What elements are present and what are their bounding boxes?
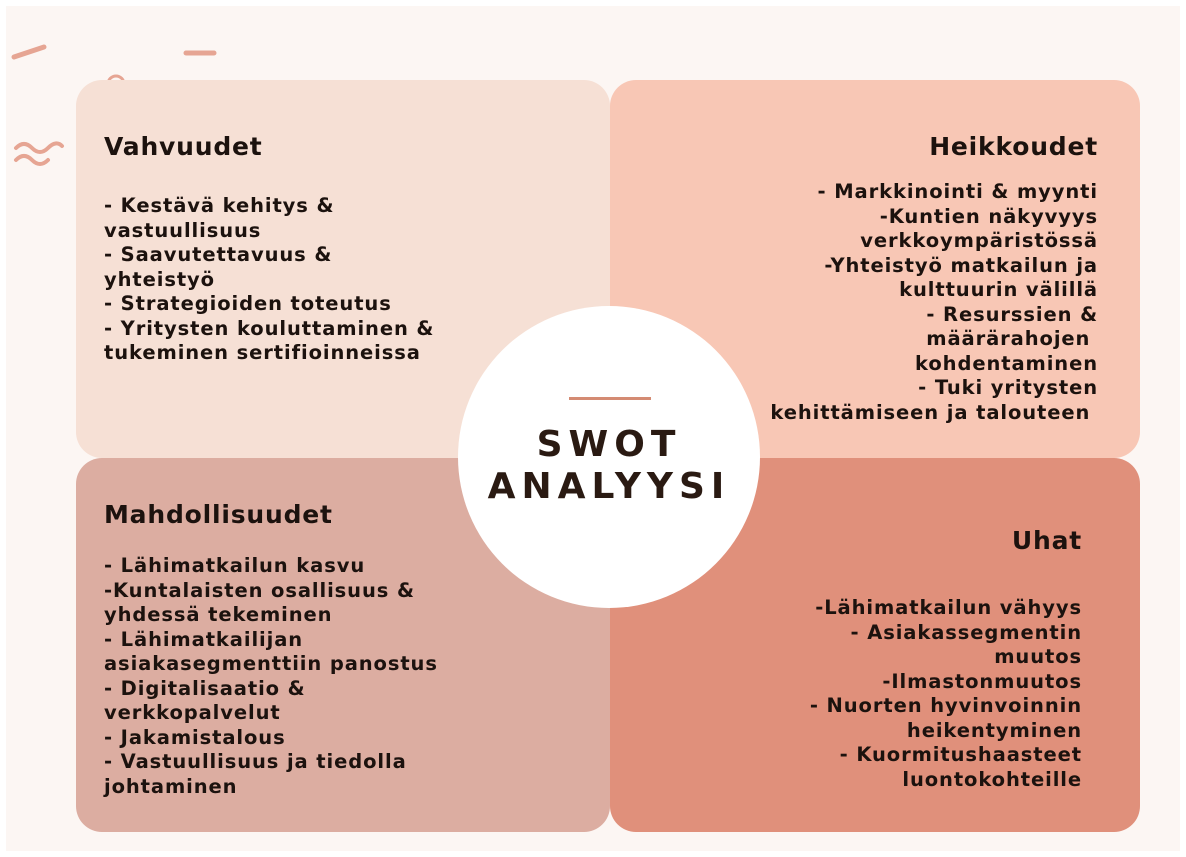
list-item: - Tuki yritysten bbox=[918, 376, 1098, 399]
list-item: asiakasegmenttiin panostus bbox=[104, 652, 438, 675]
list-item: - Nuorten hyvinvoinnin bbox=[809, 694, 1082, 717]
list-item: - Jakamistalous bbox=[104, 725, 286, 749]
list-item: verkkopalvelut bbox=[104, 701, 281, 724]
swot-canvas: Vahvuudet - Kestävä kehitys & vastuullis… bbox=[6, 6, 1180, 851]
opportunities-title: Mahdollisuudet bbox=[104, 500, 333, 529]
list-item: - Saavutettavuus & bbox=[104, 243, 333, 266]
list-item: muutos bbox=[994, 645, 1082, 668]
list-item: - Yritysten kouluttaminen & bbox=[104, 316, 435, 340]
list-item: luontokohteille bbox=[902, 767, 1082, 791]
center-divider bbox=[569, 397, 651, 400]
list-item: - Kuormitushaasteet bbox=[839, 743, 1082, 766]
list-item: - Resurssien & bbox=[926, 302, 1098, 326]
opportunities-list: - Lähimatkailun kasvu -Kuntalaisten osal… bbox=[104, 554, 438, 799]
weaknesses-quadrant: Heikkoudet - Markkinointi & myynti -Kunt… bbox=[610, 80, 1140, 458]
strengths-quadrant: Vahvuudet - Kestävä kehitys & vastuullis… bbox=[76, 80, 610, 458]
list-item: yhteistyö bbox=[104, 267, 215, 291]
list-item: kehittämiseen ja talouteen bbox=[770, 400, 1098, 424]
list-item: verkkoympäristössä bbox=[860, 229, 1098, 252]
list-item: kulttuurin välillä bbox=[899, 278, 1098, 301]
list-item: -Ilmastonmuutos bbox=[882, 669, 1082, 693]
list-item: -Kuntalaisten osallisuus & bbox=[104, 578, 415, 602]
list-item: - Lähimatkailijan bbox=[104, 627, 304, 651]
list-item: kohdentaminen bbox=[915, 351, 1098, 375]
list-item: - Strategioiden toteutus bbox=[104, 292, 392, 315]
center-circle bbox=[458, 306, 760, 608]
list-item: - Markkinointi & myynti bbox=[817, 180, 1098, 203]
list-item: johtaminen bbox=[104, 774, 238, 798]
decor-dash-icon bbox=[183, 50, 217, 56]
decor-wave-icon bbox=[14, 141, 64, 166]
list-item: -Kuntien näkyvyys bbox=[879, 204, 1098, 228]
list-item: - Digitalisaatio & bbox=[104, 676, 306, 700]
weaknesses-title: Heikkoudet bbox=[929, 132, 1098, 161]
list-item: tukeminen sertifioinneissa bbox=[104, 341, 421, 364]
list-item: - Lähimatkailun kasvu bbox=[104, 554, 366, 577]
center-title-line2: ANALYYSI bbox=[487, 466, 731, 507]
weaknesses-list: - Markkinointi & myynti -Kuntien näkyvyy… bbox=[770, 180, 1098, 425]
center-title-line1: SWOT bbox=[536, 424, 682, 465]
list-item: -Lähimatkailun vähyys bbox=[815, 596, 1082, 619]
strengths-list: - Kestävä kehitys & vastuullisuus - Saav… bbox=[104, 194, 434, 366]
threats-list: -Lähimatkailun vähyys - Asiakassegmentin… bbox=[810, 596, 1082, 792]
strengths-title: Vahvuudet bbox=[104, 132, 263, 161]
list-item: yhdessä tekeminen bbox=[104, 603, 333, 626]
threats-title: Uhat bbox=[1011, 526, 1082, 555]
list-item: - Vastuullisuus ja tiedolla bbox=[104, 750, 407, 773]
list-item: heikentyminen bbox=[906, 718, 1082, 742]
list-item: - Kestävä kehitys & bbox=[104, 194, 335, 217]
list-item: vastuullisuus bbox=[104, 218, 262, 242]
list-item: - Asiakassegmentin bbox=[850, 620, 1082, 644]
list-item: -Yhteistyö matkailun ja bbox=[824, 253, 1098, 277]
decor-dash-icon bbox=[11, 44, 47, 60]
list-item: määrärahojen bbox=[926, 327, 1098, 350]
